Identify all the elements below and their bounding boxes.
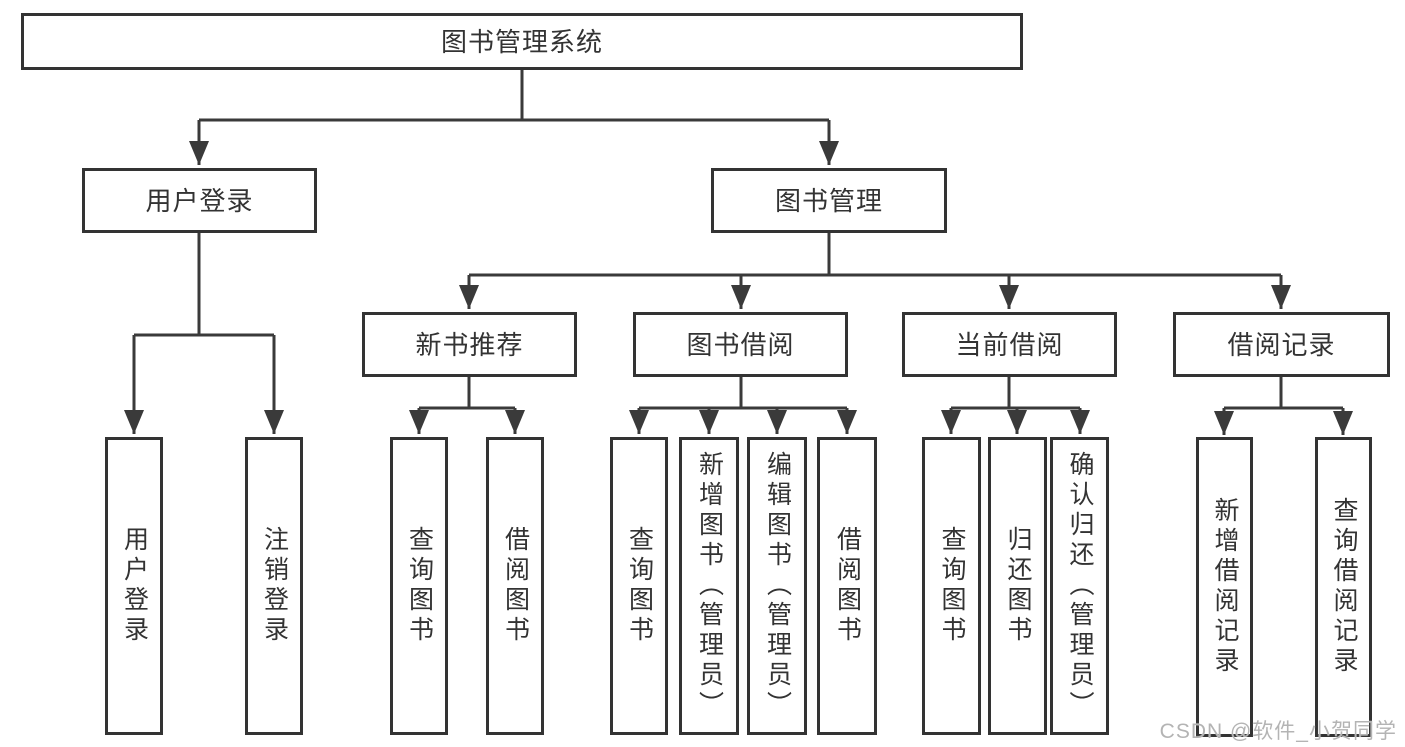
- node-bb-add-book-admin: 新增图书（管理员）: [679, 437, 739, 735]
- node-book-borrowing: 图书借阅: [633, 312, 848, 377]
- connector-new-book-rec-children: [409, 377, 525, 434]
- node-bb-borrow-book: 借阅图书: [817, 437, 877, 735]
- csdn-watermark: CSDN @软件_小贺同学: [1159, 720, 1397, 743]
- node-rec-query-book: 查询图书: [390, 437, 448, 735]
- node-cb-confirm-return-admin: 确认归还（管理员）: [1050, 437, 1109, 735]
- node-bb-edit-book-admin: 编辑图书（管理员）: [747, 437, 807, 735]
- node-logout-action: 注销登录: [245, 437, 303, 735]
- connector-root-to-level2: [189, 70, 839, 165]
- connector-current-borrow-children: [941, 377, 1090, 434]
- node-borrowing-records: 借阅记录: [1173, 312, 1390, 377]
- connector-borrow-records-children: [1214, 377, 1353, 435]
- node-login-action: 用户登录: [105, 437, 163, 735]
- connector-book-mgmt-children: [459, 233, 1291, 309]
- node-rec-borrow-book: 借阅图书: [486, 437, 544, 735]
- node-bb-query-book: 查询图书: [610, 437, 668, 735]
- connector-book-borrow-children: [629, 377, 857, 434]
- node-br-query-record: 查询借阅记录: [1315, 437, 1372, 737]
- node-book-management: 图书管理: [711, 168, 947, 233]
- node-root-system: 图书管理系统: [21, 13, 1023, 70]
- connector-user-login-children: [124, 233, 284, 434]
- node-new-book-recommendation: 新书推荐: [362, 312, 577, 377]
- node-cb-query-book: 查询图书: [922, 437, 981, 735]
- node-current-borrowing: 当前借阅: [902, 312, 1117, 377]
- node-cb-return-book: 归还图书: [988, 437, 1047, 735]
- node-user-login: 用户登录: [82, 168, 317, 233]
- node-br-add-record: 新增借阅记录: [1196, 437, 1253, 737]
